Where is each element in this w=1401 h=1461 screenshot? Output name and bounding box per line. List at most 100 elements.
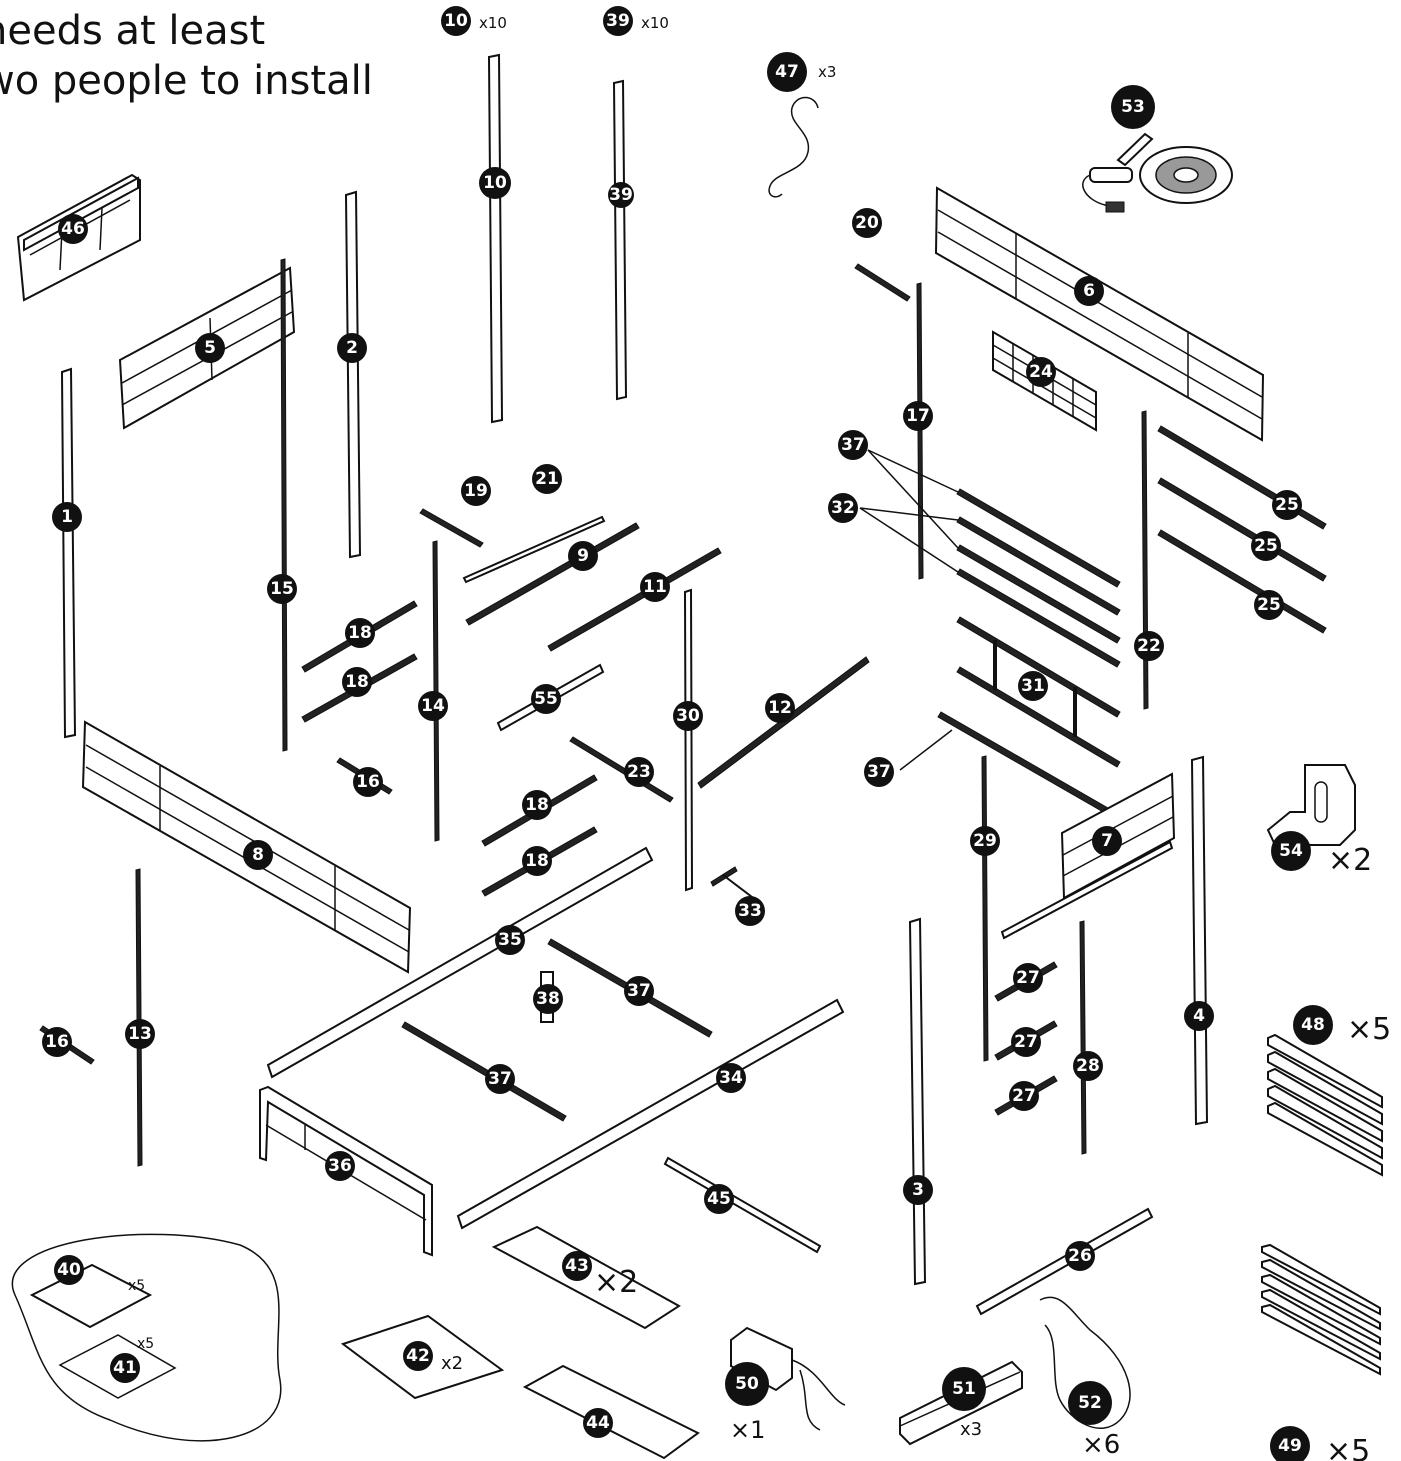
part-label-25-number: 25 [1257, 595, 1281, 615]
part-22-post [1141, 410, 1149, 710]
part-label-7: 7 [1092, 826, 1122, 856]
part-52-hook [1039, 1296, 1131, 1430]
part-label-4-number: 4 [1193, 1006, 1205, 1026]
part-label-21-number: 21 [535, 469, 559, 489]
part-label-17-circle [903, 401, 933, 431]
part-label-16-circle [42, 1027, 72, 1057]
part-label-12-circle [765, 693, 795, 723]
part-label-27-number: 27 [1012, 1086, 1036, 1106]
part-label-42-circle [403, 1341, 433, 1371]
part-label-16-circle [353, 767, 383, 797]
part-label-11-circle [640, 572, 670, 602]
part-3-post [908, 917, 927, 1286]
part-label-46: 46 [58, 214, 88, 244]
part-label-6: 6 [1074, 276, 1104, 306]
part-label-27: 27 [1013, 963, 1043, 993]
part-label-34: 34 [716, 1063, 746, 1093]
part-label-34-number: 34 [719, 1068, 743, 1088]
part-label-31: 31 [1018, 671, 1048, 701]
part-label-46-number: 46 [61, 219, 85, 239]
part-label-32-number: 32 [831, 498, 855, 518]
part-label-49-number: 49 [1278, 1436, 1302, 1456]
part-label-2-number: 2 [346, 338, 358, 358]
part-label-44: 44 [583, 1408, 613, 1438]
part-label-37: 37 [624, 976, 654, 1006]
part-label-27: 27 [1009, 1081, 1039, 1111]
quantity-48: ×5 [1347, 1012, 1391, 1047]
part-29-post [981, 755, 989, 1062]
part-label-18: 18 [345, 618, 375, 648]
part-label-21-circle [532, 464, 562, 494]
part-49-stack [1261, 1243, 1381, 1376]
part-label-36: 36 [325, 1151, 355, 1181]
part-label-38-number: 38 [536, 989, 560, 1009]
part-21-rod [462, 515, 606, 584]
part-label-18-number: 18 [525, 851, 549, 871]
part-label-37-number: 37 [627, 981, 651, 1001]
part-label-53: 53 [1111, 85, 1155, 129]
part-label-42-number: 42 [406, 1346, 430, 1366]
part-label-45: 45 [704, 1184, 734, 1214]
part-label-33: 33 [735, 896, 765, 926]
part-label-37-circle [624, 976, 654, 1006]
install-note: needs at least wo people to install [0, 6, 402, 106]
part-label-39-number: 39 [606, 11, 630, 31]
quantity-47: x3 [818, 63, 836, 81]
part-label-47: 47 [767, 52, 807, 92]
part-20-bar [854, 263, 911, 302]
part-label-41-circle [110, 1353, 140, 1383]
part-label-31-circle [1018, 671, 1048, 701]
part-label-10-number: 10 [444, 11, 468, 31]
part-label-46-circle [58, 214, 88, 244]
part-label-10: 10 [479, 167, 511, 199]
part-label-10-circle [479, 167, 511, 199]
part-label-52-number: 52 [1078, 1393, 1102, 1413]
part-label-28-circle [1073, 1051, 1103, 1081]
part-label-39: 39 [608, 182, 634, 208]
part-label-26: 26 [1065, 1241, 1095, 1271]
part-label-25-circle [1272, 490, 1302, 520]
part-label-55-number: 55 [534, 689, 558, 709]
part-label-27-circle [1011, 1027, 1041, 1057]
part-label-4-circle [1184, 1001, 1214, 1031]
part-label-39: 39 [603, 6, 633, 36]
part-label-45-circle [704, 1184, 734, 1214]
part-label-13-circle [125, 1019, 155, 1049]
part-label-48-number: 48 [1301, 1015, 1325, 1035]
part-label-29-number: 29 [973, 831, 997, 851]
install-note-line-2: wo people to install [0, 58, 373, 104]
part-label-17-number: 17 [906, 406, 930, 426]
quantity-10: x10 [479, 14, 507, 32]
part-label-8-number: 8 [252, 845, 264, 865]
part-label-48: 48 [1293, 1005, 1333, 1045]
part-label-29-circle [970, 826, 1000, 856]
part-label-49-circle [1270, 1426, 1310, 1461]
part-label-18-number: 18 [348, 623, 372, 643]
part-label-20-number: 20 [855, 213, 879, 233]
part-label-12-number: 12 [768, 698, 792, 718]
part-label-37-number: 37 [488, 1069, 512, 1089]
part-label-1: 1 [52, 502, 82, 532]
part-label-29: 29 [970, 826, 1000, 856]
part-label-27-number: 27 [1016, 968, 1040, 988]
part-4-post [1190, 755, 1209, 1126]
part-label-37-number: 37 [867, 762, 891, 782]
part-17-post [916, 282, 924, 580]
part-label-7-number: 7 [1101, 831, 1113, 851]
part-label-31-number: 31 [1021, 676, 1045, 696]
part-label-2-circle [337, 333, 367, 363]
part-label-36-circle [325, 1151, 355, 1181]
part-label-23: 23 [624, 757, 654, 787]
part-label-35: 35 [495, 925, 525, 955]
part-label-16-number: 16 [356, 772, 380, 792]
part-label-16: 16 [42, 1027, 72, 1057]
part-28-post [1079, 920, 1087, 1155]
part-label-3: 3 [903, 1175, 933, 1205]
part-label-37: 37 [838, 430, 868, 460]
part-label-12: 12 [765, 693, 795, 723]
part-label-49: 49 [1270, 1426, 1310, 1461]
part-label-18: 18 [522, 846, 552, 876]
part-label-19: 19 [461, 476, 491, 506]
